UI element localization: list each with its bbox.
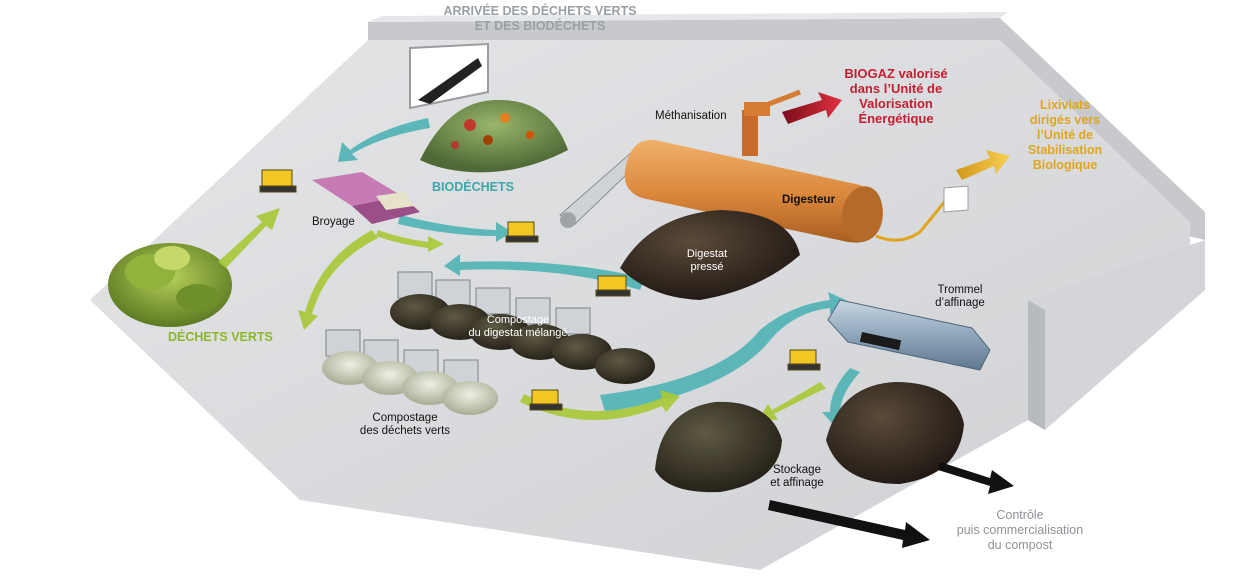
trommel-line1: Trommel — [937, 284, 983, 296]
controle-line2: puis commercialisation — [956, 523, 1084, 537]
compostage-digestat-line1: Compostage — [486, 314, 550, 326]
arrival-title-line2: ET DES BIODÉCHETS — [474, 19, 606, 33]
biogaz-label: BIOGAZ valorisé dans l’Unité de Valorisa… — [826, 66, 966, 126]
digester-outlet — [943, 185, 969, 213]
controle-line3: du compost — [987, 538, 1053, 552]
green-waste-pile — [108, 243, 232, 327]
lixiviats-line3: l’Unité de — [1036, 128, 1094, 142]
trommel-line2: d’affinage — [935, 297, 985, 309]
methanisation-label: Méthanisation — [655, 110, 727, 122]
biogaz-line1: BIOGAZ valorisé — [844, 66, 948, 81]
biodechets-label: BIODÉCHETS — [432, 180, 514, 194]
loader-vehicle — [259, 169, 821, 411]
compostage-digestat-line2: du digestat mélangé — [468, 327, 568, 339]
arrival-title: ARRIVÉE DES DÉCHETS VERTS ET DES BIODÉCH… — [420, 4, 660, 34]
storage-pile-left — [655, 401, 782, 493]
lixiviats-arrow — [956, 150, 1010, 180]
compostage-verts-label: Compostage des déchets verts — [350, 412, 460, 438]
digestat-label-line2: pressé — [690, 261, 724, 273]
biogaz-line4: Énergétique — [858, 111, 934, 126]
controle-label: Contrôle puis commercialisation du compo… — [930, 508, 1110, 553]
arrival-title-line1: ARRIVÉE DES DÉCHETS VERTS — [443, 4, 637, 18]
lixiviats-line5: Biologique — [1032, 158, 1098, 172]
biogaz-line2: dans l’Unité de — [849, 81, 943, 96]
stockage-label: Stockage et affinage — [762, 464, 832, 490]
digester-tank — [624, 89, 948, 243]
trommel-label: Trommel d’affinage — [920, 284, 1000, 310]
lixiviats-label: Lixiviats dirigés vers l’Unité de Stabil… — [1010, 98, 1120, 173]
digesteur-label: Digesteur — [782, 194, 836, 206]
digestat-label-line1: Digestat — [686, 248, 728, 260]
digestat-label: Digestat pressé — [672, 248, 742, 274]
back-wall-top — [368, 12, 1008, 22]
exit-arrow-right — [938, 462, 1014, 494]
lixiviats-line4: Stabilisation — [1027, 143, 1103, 157]
storage-pile-right — [826, 382, 964, 484]
compostage-verts-line1: Compostage — [372, 412, 438, 424]
controle-line1: Contrôle — [996, 508, 1044, 522]
broyage-label: Broyage — [312, 216, 355, 228]
biowaste-pile — [420, 99, 568, 173]
lixiviats-line2: dirigés vers — [1029, 113, 1101, 127]
trommel — [827, 299, 991, 371]
compostage-digestat-label: Compostage du digestat mélangé — [458, 314, 578, 340]
green-compost-row — [322, 329, 498, 415]
biogaz-arrow — [782, 92, 842, 124]
green-flow-arrows — [218, 208, 826, 421]
exit-arrow-lower — [768, 500, 930, 548]
stockage-line2: et affinage — [770, 477, 824, 489]
pressed-digestate-pile — [620, 210, 800, 300]
compostage-verts-line2: des déchets verts — [359, 425, 451, 437]
arrival-arrow — [418, 58, 482, 104]
shredder — [312, 172, 420, 224]
lixiviats-line1: Lixiviats — [1039, 98, 1091, 112]
right-wall-face — [1028, 300, 1045, 430]
dechets-verts-label: DÉCHETS VERTS — [168, 330, 273, 344]
stockage-line1: Stockage — [773, 464, 821, 476]
digestate-compost-row — [390, 271, 655, 384]
biogaz-line3: Valorisation — [859, 96, 933, 111]
right-wall — [1028, 240, 1205, 430]
